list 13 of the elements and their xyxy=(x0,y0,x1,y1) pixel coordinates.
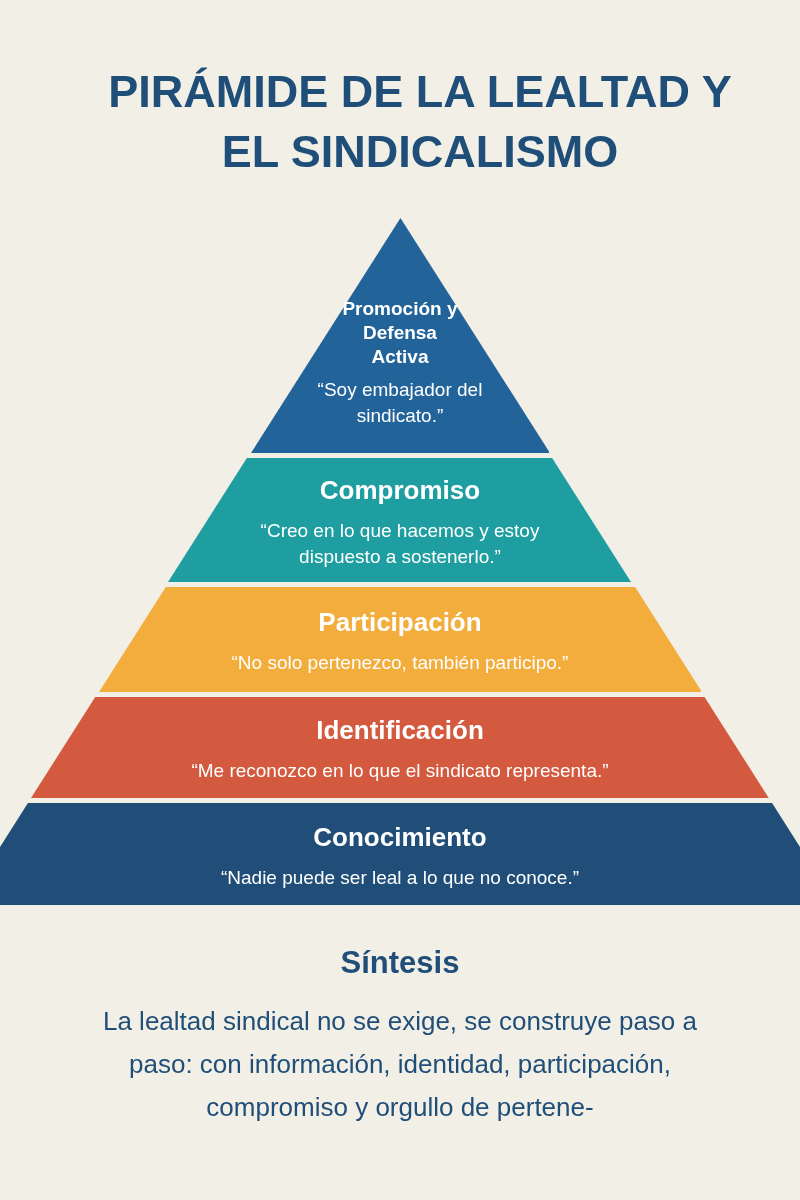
level-quote: “Creo en lo que hacemos y estoy dispuesto a sostenerlo.” xyxy=(259,518,541,569)
level-heading: Compromiso xyxy=(319,473,481,507)
title: PIRÁMIDE DE LA LEALTAD Y EL SINDICALISMO xyxy=(107,65,733,179)
level-heading: Participación xyxy=(318,606,482,639)
section-heading: Síntesis xyxy=(339,944,461,982)
level-heading: Identificación xyxy=(316,714,484,747)
level-quote: “Me reconozco en lo que el sindicato representa.” xyxy=(191,759,609,783)
level-quote: “No solo pertenezco, también participo.” xyxy=(231,651,569,675)
level-quote: “Soy embajador del sindicato.” xyxy=(316,378,484,428)
level-quote: “Nadie puede ser leal a lo que no conoce.” xyxy=(220,865,580,890)
summary-paragraph: La lealtad sindical no se exige, se construye paso a paso: con información, identidad, participación, compromiso y orgullo de pertene- xyxy=(101,1005,698,1124)
level-heading: Conocimiento xyxy=(313,820,487,854)
level-heading: Promoción y Defensa Activa xyxy=(341,297,459,369)
